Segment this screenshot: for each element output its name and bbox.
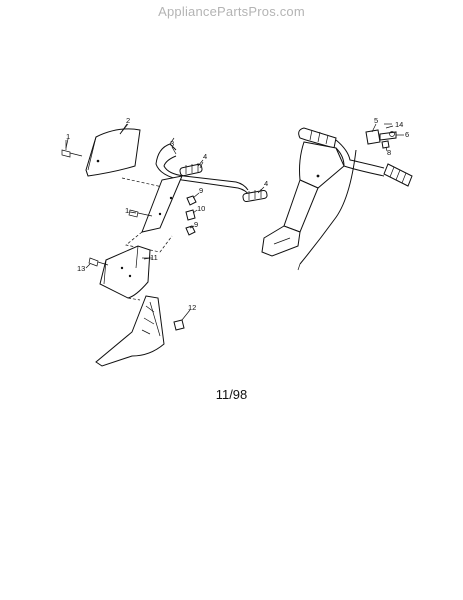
callout-leaders [65,123,404,321]
nut-part-12 [173,319,185,331]
callout-13: 13 [77,264,85,273]
callout-5: 5 [374,116,378,125]
callout-3: 3 [170,139,174,148]
bracket-part-11 [99,245,152,299]
handle-tube [141,175,183,233]
date-code: 11/98 [215,387,248,402]
callout-11: 11 [150,253,158,262]
screw-part-13 [88,257,109,267]
screw-part-1-upper [61,140,83,158]
callout-9-lower: 9 [194,220,198,229]
callout-14: 14 [395,120,403,129]
callout-6: 6 [405,130,409,139]
grip-part-4-upper [179,161,204,177]
screw-part-1-middle [128,209,153,218]
lever-part-6 [379,131,397,141]
callout-9-upper: 9 [199,186,203,195]
fastener-part-8 [381,140,390,149]
assembled-handle [261,127,413,271]
grip-part-4-lower [242,189,268,203]
site-watermark: AppliancePartsPros.com [158,4,305,19]
callout-2: 2 [126,116,130,125]
nut-part-9-lower [185,225,196,236]
handlebar-part-3 [155,137,251,197]
spacer-part-10 [185,209,196,221]
lower-handle-mount [95,295,165,367]
callout-12: 12 [188,303,196,312]
callout-8: 8 [387,148,391,157]
callout-4-upper: 4 [203,152,207,161]
callout-4-lower: 4 [264,179,268,188]
console-shield-part-2 [85,123,141,177]
callout-10: 10 [197,204,205,213]
callout-1-upper: 1 [66,132,70,141]
nut-part-9-upper [186,195,197,206]
cable-bracket-part-5 [365,129,381,145]
callout-1-middle: 1 [125,206,129,215]
